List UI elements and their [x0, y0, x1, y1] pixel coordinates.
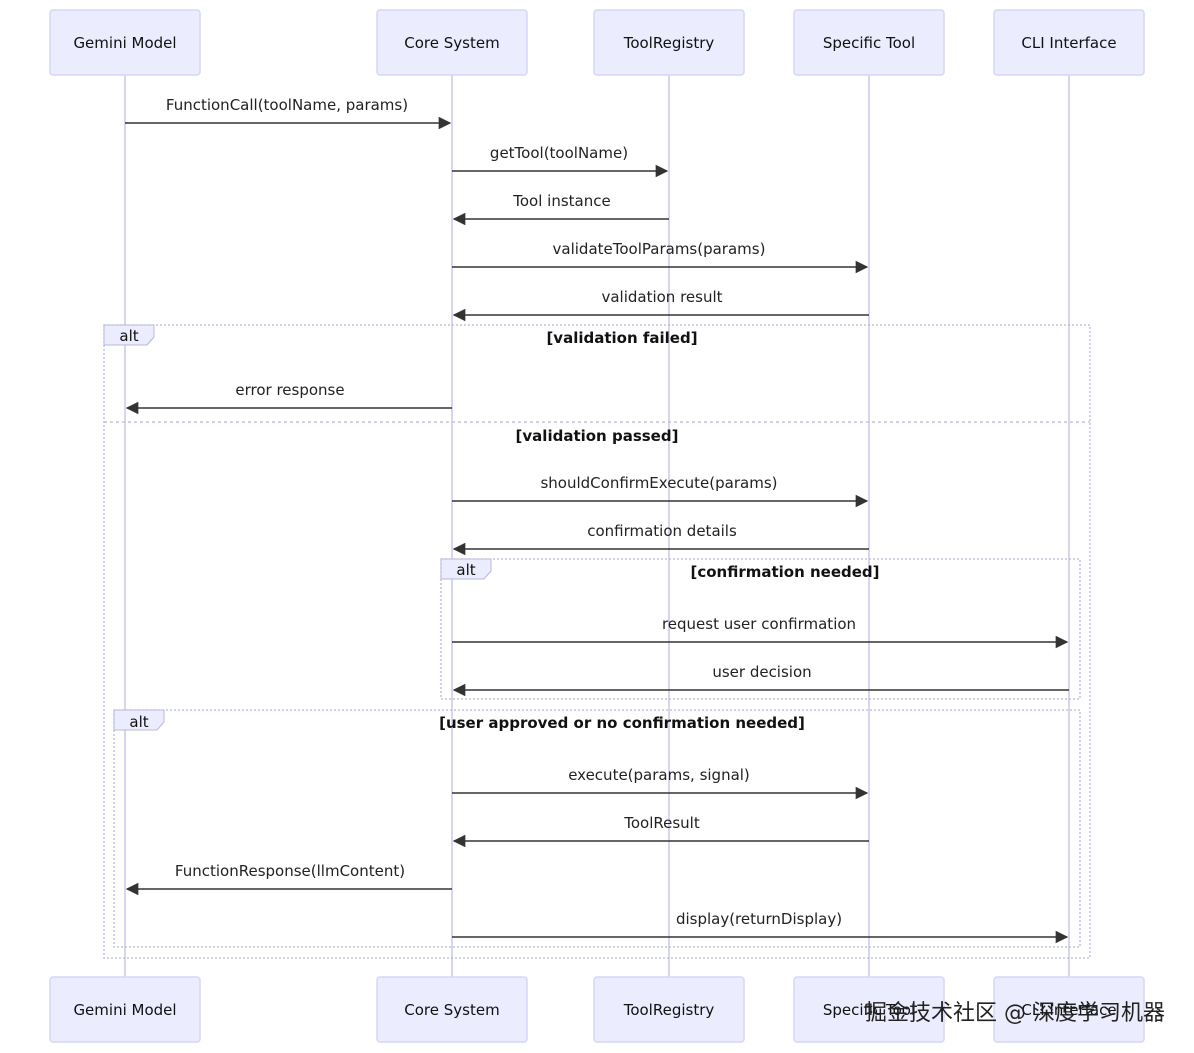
message-execute-label: execute(params, signal): [568, 766, 750, 784]
actor-tool-registry-top-label: ToolRegistry: [623, 34, 715, 52]
message-confirmation-details: confirmation details: [452, 522, 869, 556]
actor-specific-tool-bottom: Specific Tool: [793, 976, 945, 1043]
actor-specific-tool-top-box: [793, 9, 945, 76]
actor-specific-tool-bottom-box: [793, 976, 945, 1043]
message-validation-result: validation result: [452, 288, 869, 322]
message-request-confirmation-label: request user confirmation: [662, 615, 856, 633]
actor-core-system-bottom-box: [376, 976, 528, 1043]
alt-frame-execution: alt [user approved or no confirmation ne…: [113, 709, 1081, 948]
alt-frame-execution-tab: [113, 709, 165, 731]
message-error-response: error response: [125, 381, 452, 415]
message-error-response-label: error response: [235, 381, 344, 399]
message-function-response-label: FunctionResponse(llmContent): [175, 862, 405, 880]
alt-frame-validation-else-condition: [validation passed]: [516, 427, 679, 445]
message-display-label: display(returnDisplay): [676, 910, 842, 928]
message-user-decision: user decision: [452, 663, 1069, 697]
message-function-call-label: FunctionCall(toolName, params): [166, 96, 408, 114]
message-user-decision-label: user decision: [712, 663, 811, 681]
message-get-tool-label: getTool(toolName): [490, 144, 628, 162]
actor-tool-registry-top: ToolRegistry: [593, 9, 745, 76]
message-tool-instance-label: Tool instance: [512, 192, 610, 210]
alt-frame-confirmation-condition: [confirmation needed]: [690, 563, 879, 581]
actor-gemini-model-bottom: Gemini Model: [49, 976, 201, 1043]
actor-gemini-model-top-label: Gemini Model: [73, 34, 176, 52]
actor-cli-interface-top-box: [993, 9, 1145, 76]
alt-frame-execution-keyword: alt: [129, 713, 148, 731]
actor-core-system-top-box: [376, 9, 528, 76]
message-function-response: FunctionResponse(llmContent): [125, 862, 452, 896]
watermark-text: 掘金技术社区 @ 深度学习机器: [865, 1001, 1165, 1026]
actor-specific-tool-top: Specific Tool: [793, 9, 945, 76]
actor-cli-interface-bottom-label: CLI Interface: [1021, 1001, 1116, 1019]
alt-frame-confirmation: alt [confirmation needed]: [440, 558, 1081, 700]
alt-frame-validation: alt [validation failed] [validation pass…: [103, 324, 1091, 959]
actor-cli-interface-top: CLI Interface: [993, 9, 1145, 76]
message-tool-result-label: ToolResult: [623, 814, 700, 832]
actor-core-system-bottom-label: Core System: [404, 1001, 499, 1019]
actor-cli-interface-bottom-box: [993, 976, 1145, 1043]
message-tool-instance: Tool instance: [452, 192, 669, 226]
alt-frame-confirmation-tab: [440, 558, 492, 580]
alt-frame-validation-keyword: alt: [119, 327, 138, 345]
actor-core-system-top-label: Core System: [404, 34, 499, 52]
alt-frame-execution-condition: [user approved or no confirmation needed…: [439, 714, 805, 732]
actor-gemini-model-bottom-box: [49, 976, 201, 1043]
actor-core-system-bottom: Core System: [376, 976, 528, 1043]
actor-cli-interface-top-label: CLI Interface: [1021, 34, 1116, 52]
alt-frame-execution-border: [113, 709, 1081, 948]
actor-tool-registry-bottom-label: ToolRegistry: [623, 1001, 715, 1019]
message-validate-params: validateToolParams(params): [452, 240, 869, 274]
actor-gemini-model-top-box: [49, 9, 201, 76]
message-execute: execute(params, signal): [452, 766, 869, 800]
alt-frame-confirmation-keyword: alt: [456, 561, 475, 579]
message-display: display(returnDisplay): [452, 910, 1069, 944]
actor-gemini-model-bottom-label: Gemini Model: [73, 1001, 176, 1019]
actor-tool-registry-top-box: [593, 9, 745, 76]
actor-cli-interface-bottom: CLI Interface: [993, 976, 1145, 1043]
message-validation-result-label: validation result: [601, 288, 722, 306]
message-should-confirm: shouldConfirmExecute(params): [452, 474, 869, 508]
alt-frame-validation-border: [103, 324, 1091, 959]
message-should-confirm-label: shouldConfirmExecute(params): [540, 474, 777, 492]
message-function-call: FunctionCall(toolName, params): [125, 96, 452, 130]
actor-specific-tool-bottom-label: Specific Tool: [823, 1001, 915, 1019]
message-validate-params-label: validateToolParams(params): [553, 240, 766, 258]
actor-gemini-model-top: Gemini Model: [49, 9, 201, 76]
actor-tool-registry-bottom: ToolRegistry: [593, 976, 745, 1043]
alt-frame-validation-condition: [validation failed]: [546, 329, 697, 347]
alt-frame-confirmation-border: [440, 558, 1081, 700]
alt-frame-validation-tab: [103, 324, 155, 346]
actor-tool-registry-bottom-box: [593, 976, 745, 1043]
message-confirmation-details-label: confirmation details: [587, 522, 737, 540]
message-tool-result: ToolResult: [452, 814, 869, 848]
actor-core-system-top: Core System: [376, 9, 528, 76]
message-request-confirmation: request user confirmation: [452, 615, 1069, 649]
message-get-tool: getTool(toolName): [452, 144, 669, 178]
actor-specific-tool-top-label: Specific Tool: [823, 34, 915, 52]
